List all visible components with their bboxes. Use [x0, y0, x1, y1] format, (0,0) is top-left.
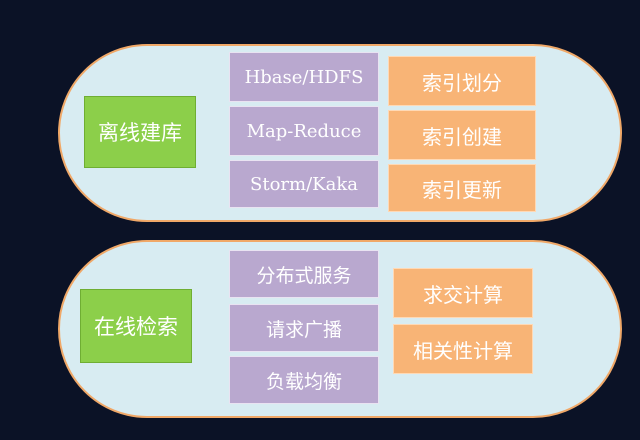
online-right-item-relevance-compute: 相关性计算 — [393, 324, 533, 374]
offline-right-item-index-update: 索引更新 — [388, 164, 536, 212]
offline-title-box: 离线建库 — [84, 96, 196, 168]
online-middle-item-load-balancing: 负载均衡 — [229, 356, 379, 404]
online-middle-item-distributed-service: 分布式服务 — [229, 250, 379, 298]
online-middle-item-request-broadcast: 请求广播 — [229, 304, 379, 352]
online-title-box: 在线检索 — [80, 289, 192, 363]
online-right-item-intersection-compute: 求交计算 — [393, 268, 533, 318]
offline-right-item-index-partition: 索引划分 — [388, 56, 536, 106]
offline-middle-item-map-reduce: Map-Reduce — [229, 106, 379, 156]
offline-middle-item-storm-kaka: Storm/Kaka — [229, 160, 379, 208]
offline-middle-item-hbase-hdfs: Hbase/HDFS — [229, 52, 379, 102]
offline-right-item-index-create: 索引创建 — [388, 110, 536, 160]
